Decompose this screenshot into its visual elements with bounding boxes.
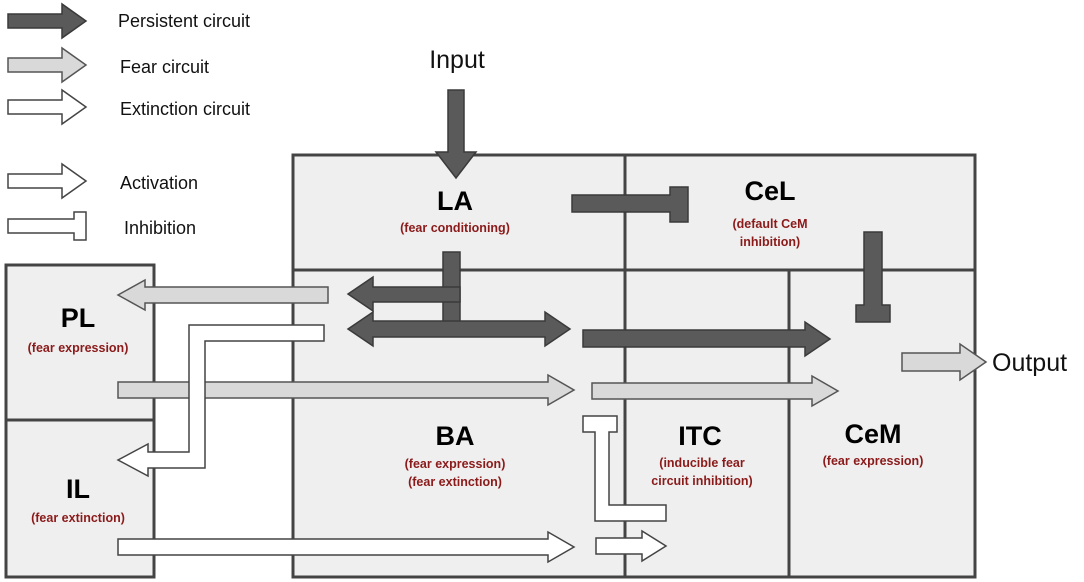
la-name: LA: [437, 186, 473, 216]
ba-to-itc-arrow: [595, 529, 668, 563]
region-labels: LA (fear conditioning) CeL (default CeM …: [28, 176, 924, 525]
legend-fear-label: Fear circuit: [120, 57, 209, 77]
output-label: Output: [992, 349, 1067, 377]
legend: Persistent circuit Fear circuit Extincti…: [7, 2, 250, 241]
la-to-pl-arrow: [346, 275, 461, 313]
persistent-circuit: [346, 186, 891, 358]
cem-name: CeM: [844, 419, 901, 449]
ba-role-line1: (fear expression): [405, 457, 506, 471]
itc-role-line2: circuit inhibition): [651, 474, 752, 488]
extinction-circuit: [116, 324, 668, 564]
input-output: Input Output: [429, 46, 1067, 382]
itc-role-line1: (inducible fear: [659, 456, 745, 470]
pl-role: (fear expression): [28, 341, 129, 355]
cel-to-cem-inhibition: [855, 231, 891, 323]
ba-to-cem-fear-arrow: [591, 374, 840, 408]
cem-role: (fear expression): [823, 454, 924, 468]
itc-inhibition-symbol: [582, 415, 667, 522]
legend-persistent-label: Persistent circuit: [118, 11, 250, 31]
cel-name: CeL: [744, 176, 795, 206]
ba-name: BA: [436, 421, 475, 451]
legend-inhibition-symbol: [7, 211, 87, 241]
legend-persistent-arrow: [7, 2, 88, 40]
legend-extinction-arrow: [7, 88, 88, 126]
il-role: (fear extinction): [31, 511, 125, 525]
pl-name: PL: [61, 303, 96, 333]
itc-box: [623, 268, 791, 579]
fear-circuit: [116, 278, 840, 408]
la-to-cel-inhibition: [571, 186, 689, 223]
legend-extinction-label: Extinction circuit: [120, 99, 250, 119]
input-arrow: [434, 89, 478, 180]
ba-role-line2: (fear extinction): [408, 475, 502, 489]
legend-activation-arrow: [7, 162, 88, 200]
ba-to-il-arrow: [116, 324, 325, 478]
output-arrow: [901, 342, 988, 382]
legend-activation-label: Activation: [120, 173, 198, 193]
la-ba-bidirectional-arrow: [346, 310, 572, 348]
legend-fear-arrow: [7, 46, 88, 84]
ba-to-cem-persistent-arrow: [582, 320, 832, 358]
cel-role-line2: inhibition): [740, 235, 800, 249]
la-role: (fear conditioning): [400, 221, 510, 235]
ba-to-pl-arrow: [116, 278, 329, 312]
itc-name: ITC: [678, 421, 722, 451]
legend-inhibition-label: Inhibition: [124, 218, 196, 238]
input-label: Input: [429, 46, 485, 74]
il-name: IL: [66, 474, 90, 504]
cel-role-line1: (default CeM: [733, 217, 808, 231]
il-to-ba-arrow: [117, 530, 576, 564]
